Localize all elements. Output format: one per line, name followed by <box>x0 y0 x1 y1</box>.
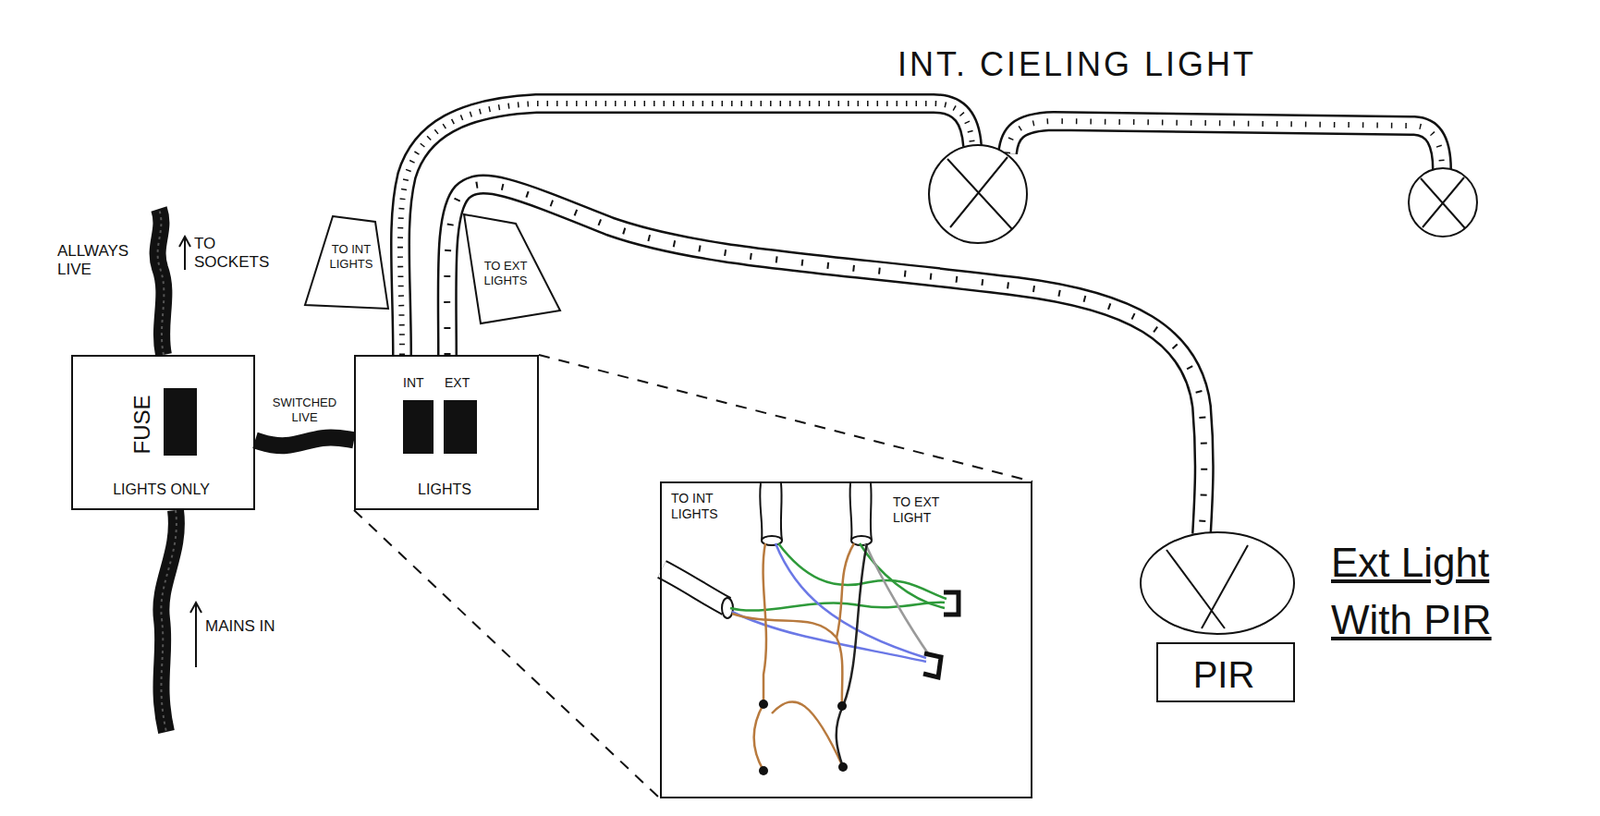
light-heading: INT. CIELING LIGHT <box>897 44 1257 85</box>
cable-tag: TO INT LIGHTS <box>305 216 389 309</box>
light-cable <box>1007 121 1442 171</box>
box-caption: LIGHTS <box>355 480 534 499</box>
switched-wire <box>836 543 868 768</box>
lamp-cross <box>1166 545 1248 629</box>
terminal-dot <box>837 701 847 711</box>
inset-label: TO INT LIGHTS <box>671 490 723 523</box>
cable-stub <box>661 569 727 607</box>
live-wire <box>732 613 843 707</box>
mains-cable <box>160 510 177 733</box>
tag-label: TO INT LIGHTS <box>325 242 378 271</box>
sensor-label: PIR <box>1158 652 1290 697</box>
terminal-dot <box>838 762 848 772</box>
cable-twist <box>400 103 973 355</box>
switch-symbol <box>403 400 434 454</box>
ceiling-light <box>928 145 1027 244</box>
tag-outline <box>464 214 561 324</box>
light-cable <box>400 103 973 355</box>
live-wire <box>836 543 855 638</box>
tag-outline <box>305 216 389 309</box>
cable-note: MAINS IN <box>205 617 280 636</box>
direction-arrow <box>190 602 202 668</box>
cable-stub <box>661 569 727 607</box>
inset-label: TO EXT LIGHT <box>892 494 977 526</box>
cable-note: TO SOCKETS <box>194 234 287 273</box>
lamp-cross <box>947 157 1013 230</box>
mains-cable <box>158 208 165 355</box>
edge-label: SWITCHED LIVE <box>266 395 344 425</box>
exterior-light <box>1140 532 1295 635</box>
terminal-dot <box>758 766 769 776</box>
live-wire <box>763 543 767 705</box>
neutral-wire <box>865 543 930 657</box>
detail-inset: TO INT LIGHTS TO EXT LIGHT <box>659 481 1033 799</box>
earth-wire <box>859 543 945 609</box>
sensor-box: PIR <box>1156 642 1295 703</box>
fuse-label: FUSE <box>129 394 157 454</box>
live-wire <box>754 701 843 771</box>
zoom-line <box>538 354 1033 482</box>
terminal-block <box>923 653 941 678</box>
cable-stub <box>850 483 872 541</box>
switch-label: EXT <box>444 375 470 391</box>
terminal-block <box>943 592 959 615</box>
lamp-cross <box>1420 177 1466 229</box>
cable-note: ALLWAYS LIVE <box>57 242 141 281</box>
zoom-line <box>354 510 660 799</box>
switch-label: INT <box>403 375 425 391</box>
neutral-wire <box>775 543 927 659</box>
light-heading: Ext Light With PIR <box>1331 534 1563 648</box>
earth-wire <box>730 602 945 611</box>
cable-texture <box>160 510 177 733</box>
cable-texture <box>158 208 165 355</box>
direction-arrow <box>179 236 191 270</box>
terminal-dot <box>758 699 769 709</box>
cable-twist <box>1007 121 1442 171</box>
light-cable <box>400 103 973 355</box>
switched-live-cable <box>255 437 355 446</box>
switch-symbol <box>443 400 477 454</box>
cable-tag: TO EXT LIGHTS <box>464 214 561 324</box>
light-cable <box>1007 121 1442 171</box>
switch-box: INT EXT LIGHTS <box>354 354 539 511</box>
tag-label: TO EXT LIGHTS <box>477 258 534 288</box>
ceiling-light <box>1408 168 1478 237</box>
fuse-symbol <box>163 388 197 456</box>
box-caption: LIGHTS ONLY <box>73 480 250 499</box>
fuse-box: FUSE LIGHTS ONLY <box>71 354 256 511</box>
cable-stub <box>759 483 782 541</box>
